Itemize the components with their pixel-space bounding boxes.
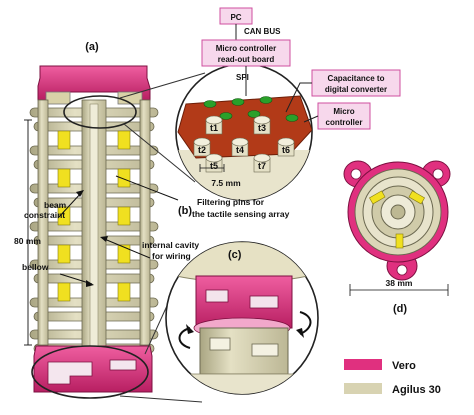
- cavity-label-1: internal cavity: [142, 240, 199, 250]
- bellow-sensor: [117, 168, 131, 188]
- beam-label-2: constraint: [24, 210, 65, 220]
- can-bus-label: CAN BUS: [244, 27, 281, 36]
- rotate-arrow-right: [299, 311, 312, 335]
- finger-assembly: [29, 65, 159, 399]
- bellow-sensor: [117, 130, 131, 150]
- bellow-sensor: [57, 168, 71, 188]
- top-sensor-1: [369, 190, 386, 205]
- legend-swatch-vero: [344, 359, 382, 370]
- legend-swatch-agilus: [344, 383, 382, 394]
- cavity-label-2: for wiring: [152, 251, 191, 261]
- taxel-label: t4: [236, 145, 244, 155]
- taxel-label: t3: [258, 123, 266, 133]
- legend-label-vero: Vero: [392, 360, 416, 372]
- taxel-label: t6: [282, 145, 290, 155]
- top-sensor-2: [408, 190, 425, 205]
- left-rail: [37, 99, 49, 346]
- cap-block-left: [45, 91, 71, 105]
- spi-label: SPI: [236, 73, 249, 82]
- highlight-bottom: [31, 345, 149, 399]
- base-notch: [109, 359, 137, 371]
- filter-pad: [285, 114, 299, 122]
- taxel-label: t1: [210, 123, 218, 133]
- readout-board-label-1: Micro controller: [216, 44, 276, 53]
- filter-pad: [259, 96, 273, 104]
- taxel-cylinder: [231, 137, 249, 147]
- readout-board-label-2: read-out board: [218, 55, 275, 64]
- taxel-label: t2: [198, 145, 206, 155]
- cdc-label-1: Capacitance to: [328, 74, 385, 83]
- taxel-cylinder: [253, 153, 271, 163]
- pc-label: PC: [230, 13, 241, 22]
- sensor-array-zoom: t1 t2 t3 t4 t5 t6 t7: [175, 63, 313, 201]
- microcontroller-box: [317, 102, 371, 130]
- bellow-sensor: [117, 206, 131, 226]
- filter-label-2: the tactile sensing array: [192, 209, 290, 219]
- filter-label-1: Filtering pins for: [197, 197, 265, 207]
- bellow-label: bellow: [22, 262, 49, 272]
- diameter-label: 38 mm: [386, 278, 413, 288]
- taxel-cylinder: [205, 153, 223, 163]
- taxel-label: t7: [258, 161, 266, 171]
- electronics-chain: PC CAN BUS Micro controller read-out boa…: [201, 7, 401, 130]
- taxel-cylinder: [253, 115, 271, 125]
- taxel-pitch-label: 7.5 mm: [211, 178, 241, 188]
- base-slot: [47, 361, 93, 385]
- length-label: 80 mm: [14, 236, 41, 246]
- zoom-line-c-bottom: [119, 395, 203, 403]
- filter-pad: [203, 100, 217, 108]
- filter-pad: [219, 112, 233, 120]
- filter-pad: [247, 110, 261, 118]
- dimension-markers: [24, 119, 32, 346]
- bellow-sensor: [57, 206, 71, 226]
- highlight-top: [63, 95, 137, 129]
- top-view: [343, 160, 451, 296]
- bellow-sensor: [57, 130, 71, 150]
- microcontroller-label-2: controller: [326, 118, 363, 127]
- zoom-line-b-top: [119, 72, 206, 99]
- panel-label-d: (d): [393, 303, 407, 315]
- legend: Vero Agilus 30: [344, 359, 441, 396]
- bellow-sensor: [117, 282, 131, 302]
- bellow-sensor: [57, 244, 71, 264]
- top-sensor-3: [395, 233, 404, 249]
- locking-zoom: [165, 241, 319, 395]
- rotate-arrow-left: [178, 327, 191, 349]
- legend-label-agilus: Agilus 30: [392, 384, 441, 396]
- microcontroller-label-1: Micro: [333, 107, 354, 116]
- cdc-box: [311, 69, 401, 97]
- right-rail: [139, 99, 151, 346]
- bellow-sensor: [57, 282, 71, 302]
- taxel-cylinder: [205, 115, 223, 125]
- top-center-hole: [390, 204, 406, 220]
- panel-label-c: (c): [228, 249, 242, 261]
- bellow-sensor: [117, 244, 131, 264]
- cdc-label-2: digital converter: [325, 85, 387, 94]
- taxel-label: t5: [210, 161, 218, 171]
- taxel-cylinder: [277, 137, 295, 147]
- taxel-cylinder: [193, 137, 211, 147]
- taxel-grid: t1 t2 t3 t4 t5 t6 t7: [193, 96, 299, 173]
- beam-label-1: beam: [44, 200, 67, 210]
- panel-label-a: (a): [85, 41, 99, 53]
- wiring-cavity: [89, 103, 99, 347]
- panel-label-b: (b): [178, 205, 192, 217]
- zoom-line-b-bottom: [123, 123, 196, 183]
- filter-pad: [231, 98, 245, 106]
